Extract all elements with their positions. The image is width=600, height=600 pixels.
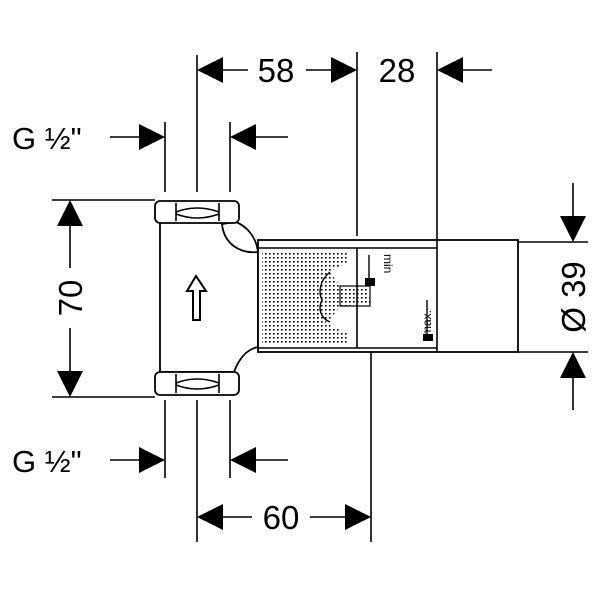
arrow-60-left: [197, 504, 223, 530]
arrow-thread-top-left: [139, 124, 165, 150]
arrow-thread-bottom-right: [230, 447, 256, 473]
dim-diameter-label: Ø 39: [555, 261, 592, 333]
connector-details: [175, 203, 220, 393]
max-marker-block: [423, 334, 433, 341]
housing-dividers: [258, 240, 438, 352]
arrow-28: [437, 57, 463, 83]
arrow-39-bottom: [560, 352, 586, 378]
min-marker-block: [365, 278, 375, 286]
arrow-58-left: [197, 57, 223, 83]
min-label: min: [381, 254, 395, 273]
max-label: max.: [420, 310, 434, 336]
arrow-58-right: [331, 57, 357, 83]
dim-70-label: 70: [52, 280, 89, 317]
connector-bottom: [154, 371, 240, 396]
extension-lines: [52, 52, 588, 542]
dim-28-label: 28: [379, 52, 416, 89]
dim-58-label: 58: [258, 52, 295, 89]
arrow-thread-top-right: [230, 124, 256, 150]
arrow-thread-bottom-left: [139, 447, 165, 473]
dimension-lines: [69, 69, 574, 518]
arrow-70-bottom: [57, 371, 83, 397]
flow-direction-icon: [185, 274, 208, 321]
dim-60-label: 60: [263, 499, 300, 536]
connector-top: [154, 200, 240, 224]
thread-bottom-label: G ½": [12, 444, 82, 479]
cartridge-dotted: [262, 252, 371, 344]
valve-body: [154, 200, 260, 396]
arrowheads: [57, 57, 586, 530]
thread-top-label: G ½": [12, 121, 82, 156]
arrow-39-top: [560, 216, 586, 242]
arrow-60-right: [345, 504, 371, 530]
arrow-70-top: [57, 200, 83, 226]
